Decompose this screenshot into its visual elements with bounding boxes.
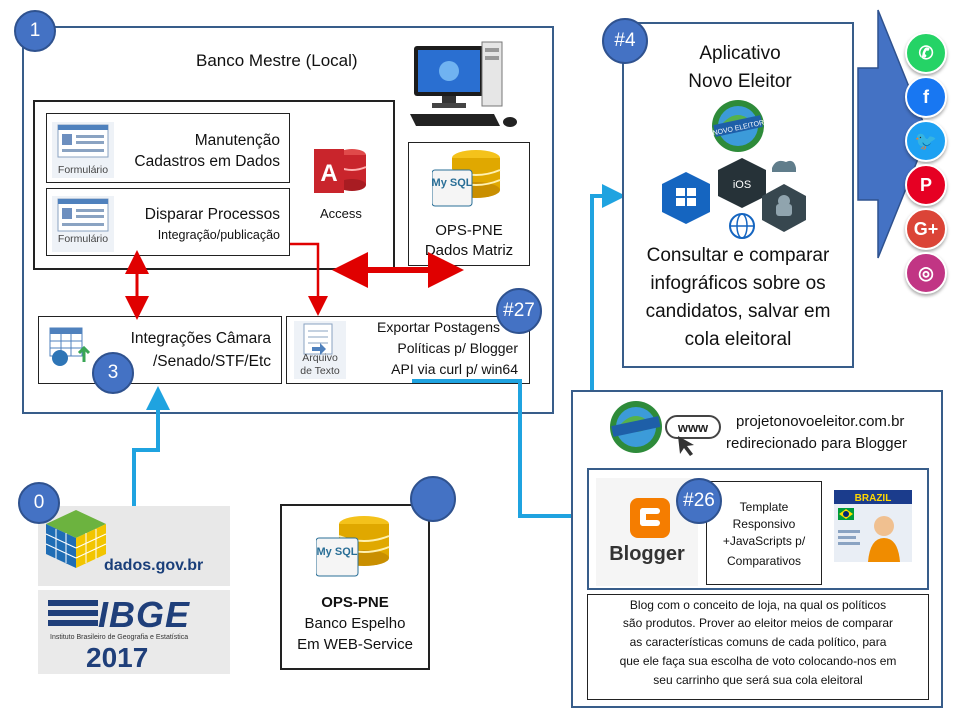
web-url[interactable]: projetonovoeleitor.com.br xyxy=(736,413,905,430)
instagram-icon[interactable]: ◎ xyxy=(905,252,947,294)
googleplus-icon[interactable]: G+ xyxy=(905,208,947,250)
ibge-year: 2017 xyxy=(86,642,149,673)
form-icon xyxy=(52,122,114,178)
template-line3: +JavaScripts p/ xyxy=(722,534,806,548)
badge-4: #4 xyxy=(602,18,648,64)
whatsapp-icon[interactable]: ✆ xyxy=(905,32,947,74)
app-title-line1: Aplicativo xyxy=(699,43,781,64)
ops-espelho-box[interactable] xyxy=(280,504,430,670)
app-desc-line1: Consultar e comparar xyxy=(646,245,830,266)
novo-eleitor-logo-icon: NOVO ELEITOR xyxy=(712,100,765,152)
template-line4: Comparativos xyxy=(726,554,802,568)
badge-3: 3 xyxy=(92,352,134,394)
access-icon: A xyxy=(314,149,367,193)
integracoes-line1: Integrações Câmara xyxy=(130,330,271,347)
twitter-icon[interactable]: 🐦 xyxy=(905,120,947,162)
form-icon xyxy=(52,196,114,252)
blogger-icon xyxy=(630,498,670,538)
integracoes-line2: /Senado/STF/Etc xyxy=(152,353,271,370)
www-globe-icon: www xyxy=(610,401,721,456)
blog-desc-line4: que ele faça sua escolha de voto colocan… xyxy=(619,654,897,668)
badge-blank xyxy=(410,476,456,522)
disparar-line1: Disparar Processos xyxy=(144,206,280,223)
brazil-label: BRAZIL xyxy=(855,493,892,504)
app-title-line2: Novo Eleitor xyxy=(688,71,792,92)
ibge-subtitle: Instituto Brasileiro de Geografia e Esta… xyxy=(50,634,189,641)
text-file-icon xyxy=(294,321,346,379)
manutencao-line2: Cadastros em Dados xyxy=(134,153,280,170)
exportar-line2: Políticas p/ Blogger xyxy=(397,340,518,356)
access-label: Access xyxy=(320,206,362,221)
manutencao-line1: Manutenção xyxy=(194,132,280,149)
template-box[interactable] xyxy=(706,481,822,585)
web-redirect: redirecionado para Blogger xyxy=(726,435,907,452)
app-desc-line4: cola eleitoral xyxy=(684,329,792,350)
ios-label: iOS xyxy=(733,179,751,191)
template-line2: Responsivo xyxy=(732,517,796,531)
mysql-database-icon: My SQL xyxy=(432,150,501,207)
blog-desc-line1: Blog com o conceito de loja, na qual os … xyxy=(629,598,887,612)
espelho-title: OPS-PNE xyxy=(321,594,389,611)
mysql-label: My SQL xyxy=(317,546,358,558)
dados-gov-text: dados.gov.br xyxy=(104,557,204,574)
espelho-line1: Banco Espelho xyxy=(304,615,406,632)
blog-desc-line2: são produtos. Prover ao eleitor meios de… xyxy=(622,616,894,630)
app-desc-line3: candidatos, salvar em xyxy=(645,301,831,322)
ibge-mark-icon xyxy=(48,600,98,626)
badge-26: #26 xyxy=(676,478,722,524)
exportar-line3: API via curl p/ win64 xyxy=(391,361,518,377)
form-label: Formulário xyxy=(57,233,109,245)
desktop-computer-icon xyxy=(410,41,517,127)
mysql-database-icon: My SQL xyxy=(316,516,390,577)
badge-0: 0 xyxy=(18,482,60,524)
form-label: Formulário xyxy=(57,164,109,176)
blog-desc-line3: as características comuns de cada políti… xyxy=(629,635,887,649)
blog-description-box xyxy=(587,594,929,700)
facebook-icon[interactable]: f xyxy=(905,76,947,118)
dados-cube-icon xyxy=(45,510,107,568)
platforms-hex-icon: iOS xyxy=(662,158,806,239)
badge-1: 1 xyxy=(14,10,56,52)
pinterest-icon[interactable]: P xyxy=(905,164,947,206)
arquivo-label-1: Arquivo xyxy=(302,352,338,364)
access-letter: A xyxy=(320,160,337,187)
table-sync-icon xyxy=(49,327,91,366)
www-label: www xyxy=(677,420,709,435)
espelho-line2: Em WEB-Service xyxy=(297,636,413,653)
ops-matriz-line1: OPS-PNE xyxy=(435,222,503,239)
badge-27: #27 xyxy=(496,288,542,334)
ops-matriz-line2: Dados Matriz xyxy=(424,242,514,259)
arquivo-label-2: de Texto xyxy=(300,365,340,377)
blog-desc-line5: seu carrinho que será sua cola eleitoral xyxy=(653,673,863,687)
app-desc-line2: infográficos sobre os xyxy=(650,273,826,294)
template-line1: Template xyxy=(739,500,789,514)
brazil-infographic-thumbnail: BRAZIL xyxy=(834,490,912,562)
mysql-label: My SQL xyxy=(432,177,473,189)
ibge-text: IBGE xyxy=(98,594,191,635)
blogger-label: Blogger xyxy=(609,543,685,565)
disparar-line2: Integração/publicação xyxy=(157,228,280,242)
exportar-line1: Exportar Postagens xyxy=(377,319,500,335)
banco-mestre-title: Banco Mestre (Local) xyxy=(196,51,358,70)
